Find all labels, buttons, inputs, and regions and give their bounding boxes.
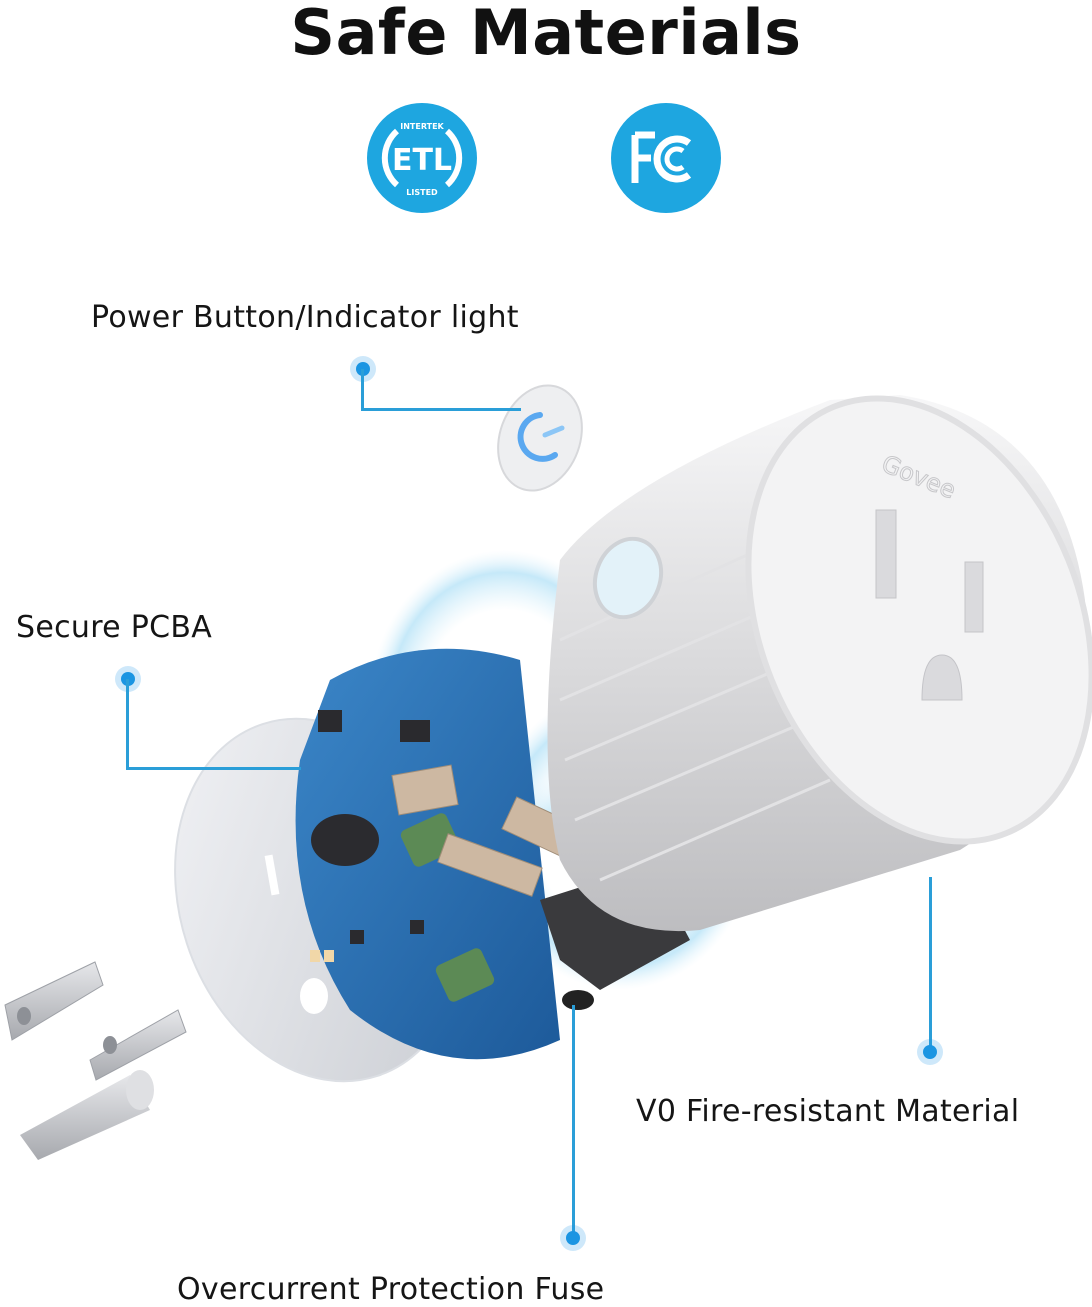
callout-line: [361, 408, 521, 411]
callout-line: [126, 767, 301, 770]
callout-label-fuse: Overcurrent Protection Fuse: [177, 1272, 605, 1307]
fcc-badge: [611, 103, 721, 213]
page-title: Safe Materials: [290, 0, 802, 69]
power-button-disc: [497, 384, 583, 492]
svg-text:LISTED: LISTED: [406, 188, 438, 197]
outlet-slot: [964, 561, 984, 633]
outlet-slot: [875, 509, 897, 599]
outlet-face: [745, 395, 1092, 845]
callout-line: [929, 877, 932, 1047]
callout-label-power-button: Power Button/Indicator light: [91, 300, 519, 335]
callout-label-pcba: Secure PCBA: [16, 610, 213, 645]
callout-dot-fuse: [560, 1225, 586, 1251]
callout-line: [572, 1005, 575, 1235]
callout-line: [126, 679, 129, 770]
svg-text:INTERTEK: INTERTEK: [400, 122, 444, 131]
outlet-ground: [921, 654, 963, 701]
callout-line: [361, 369, 364, 410]
fcc-icon: [631, 131, 692, 183]
svg-text:ETL: ETL: [392, 143, 452, 178]
callout-label-fire-resistant: V0 Fire-resistant Material: [636, 1094, 1020, 1129]
smart-plug-exploded-illustration: Govee: [4, 384, 1092, 1160]
etl-listed-badge: ETL INTERTEK LISTED: [367, 103, 477, 213]
capacitor: [311, 814, 379, 866]
callout-dot-fire-resistant: [917, 1039, 943, 1065]
fuse: [562, 990, 594, 1010]
plug-prongs: [4, 961, 187, 1160]
etl-listed-icon: ETL INTERTEK LISTED: [381, 122, 463, 197]
power-icon: [517, 412, 558, 462]
